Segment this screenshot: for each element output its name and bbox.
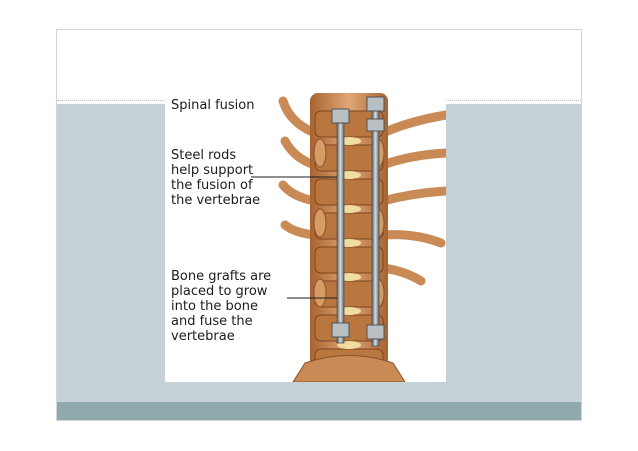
- steel-rods-label: Steel rods help support the fusion of th…: [171, 148, 261, 208]
- spinal-fusion-figure: Spinal fusion Steel rods help support th…: [165, 93, 446, 382]
- spine-illustration: [251, 93, 446, 382]
- bone-grafts-label: Bone grafts are placed to grow into the …: [171, 269, 272, 344]
- figure-title: Spinal fusion: [171, 98, 255, 113]
- screw-clamps: [331, 96, 385, 340]
- sacrum: [292, 355, 406, 382]
- footer-bar: [57, 402, 581, 420]
- slide: Spinal fusion Steel rods help support th…: [56, 29, 582, 421]
- pointer-lines: [251, 176, 337, 299]
